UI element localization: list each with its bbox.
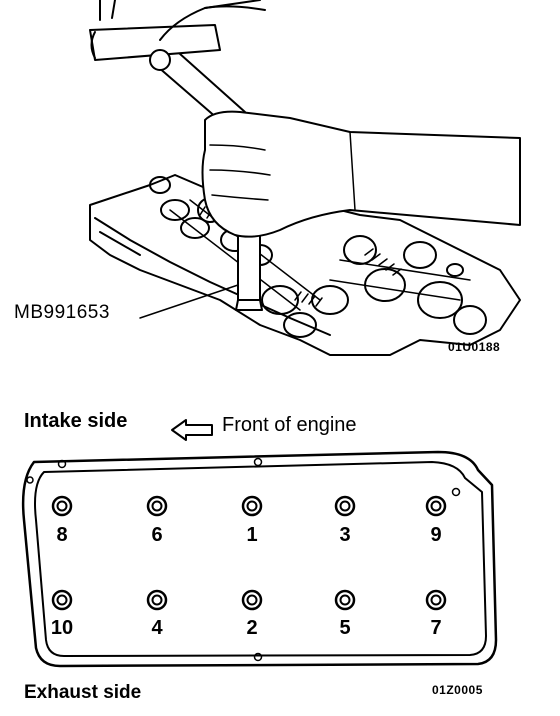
bolt-number-4: 4 bbox=[151, 617, 163, 639]
front-of-engine-label: Front of engine bbox=[222, 414, 357, 436]
bolt-number-2: 2 bbox=[246, 617, 258, 639]
tool-label: MB991653 bbox=[14, 302, 110, 323]
bolt-4-center bbox=[151, 594, 163, 606]
bolt-6-icon bbox=[146, 495, 168, 517]
bolt-number-8: 8 bbox=[56, 524, 68, 546]
bolt-6-center bbox=[151, 500, 163, 512]
figure-code-2: 01Z0005 bbox=[432, 683, 483, 697]
bolt-number-10: 10 bbox=[50, 617, 74, 639]
bolt-number-9: 9 bbox=[430, 524, 442, 546]
gasket-outer-outline bbox=[21, 450, 498, 668]
bolt-3-center bbox=[339, 500, 351, 512]
bolt-1-center bbox=[246, 500, 258, 512]
bolt-4-icon bbox=[146, 589, 168, 611]
bolt-7-icon bbox=[425, 589, 447, 611]
bolt-10-icon bbox=[51, 589, 73, 611]
bolt-number-6: 6 bbox=[151, 524, 163, 546]
exhaust-side-label: Exhaust side bbox=[24, 682, 142, 703]
gasket-inner-outline bbox=[34, 461, 487, 657]
bolt-3-icon bbox=[334, 495, 356, 517]
bolt-number-1: 1 bbox=[246, 524, 258, 546]
bolt-8-center bbox=[56, 500, 68, 512]
bolt-7-center bbox=[430, 594, 442, 606]
bolt-number-7: 7 bbox=[430, 617, 442, 639]
bolt-2-icon bbox=[241, 589, 263, 611]
bolt-8-icon bbox=[51, 495, 73, 517]
bolt-number-5: 5 bbox=[339, 617, 351, 639]
bolt-9-center bbox=[430, 500, 442, 512]
bolt-1-icon bbox=[241, 495, 263, 517]
bolt-5-center bbox=[339, 594, 351, 606]
bolt-10-center bbox=[56, 594, 68, 606]
intake-side-label: Intake side bbox=[24, 410, 128, 432]
bolt-9-icon bbox=[425, 495, 447, 517]
figure-code: 01U0188 bbox=[448, 340, 501, 354]
engine-illustration bbox=[89, 0, 521, 356]
bolt-5-icon bbox=[334, 589, 356, 611]
bolt-2-center bbox=[246, 594, 258, 606]
bolt-number-3: 3 bbox=[339, 524, 351, 546]
